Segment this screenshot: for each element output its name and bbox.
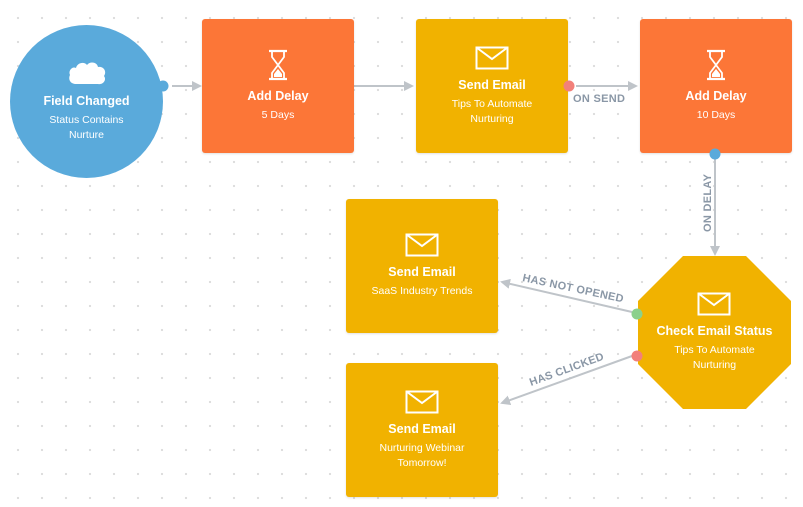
email-node-tips-to-automate[interactable]: Send Email Tips To Automate Nurturing bbox=[416, 19, 568, 153]
port-trigger-out[interactable] bbox=[157, 80, 169, 92]
node-subtitle: Tips To Automate Nurturing bbox=[674, 344, 755, 371]
node-subtitle: 10 Days bbox=[696, 109, 736, 121]
envelope-icon bbox=[475, 46, 509, 69]
envelope-icon bbox=[405, 233, 439, 257]
connector-check-to-email-not-opened[interactable] bbox=[500, 278, 633, 313]
hourglass-icon bbox=[269, 49, 287, 81]
node-title: Send Email bbox=[458, 77, 526, 92]
email-node-nurturing-webinar[interactable]: Send Email Nurturing Webinar Tomorrow! bbox=[346, 363, 498, 497]
node-title: Send Email bbox=[388, 265, 456, 279]
node-subtitle: SaaS Industry Trends bbox=[371, 285, 473, 297]
port-email-on-send[interactable] bbox=[563, 80, 575, 92]
salesforce-cloud-icon bbox=[68, 62, 105, 85]
node-subtitle: Tips To Automate Nurturing bbox=[451, 97, 533, 125]
node-title: Add Delay bbox=[685, 89, 747, 103]
envelope-icon bbox=[697, 292, 731, 316]
trigger-node-field-changed[interactable]: Field Changed Status Contains Nurture bbox=[10, 25, 163, 178]
node-subtitle: Nurturing Webinar Tomorrow! bbox=[379, 441, 465, 469]
check-node-content: Check Email Status Tips To Automate Nurt… bbox=[656, 292, 773, 373]
node-title: Add Delay bbox=[247, 89, 309, 103]
delay-node-5-days[interactable]: Add Delay 5 Days bbox=[202, 19, 354, 153]
node-title: Check Email Status bbox=[656, 324, 773, 338]
node-subtitle: 5 Days bbox=[261, 109, 295, 121]
envelope-icon bbox=[405, 390, 439, 413]
check-email-status-node[interactable]: Check Email Status Tips To Automate Nurt… bbox=[638, 256, 791, 409]
hourglass-icon bbox=[707, 49, 725, 81]
connector-check-to-email-clicked[interactable] bbox=[500, 355, 633, 405]
edge-label-on-send: ON SEND bbox=[573, 93, 625, 105]
edge-label-on-delay: ON DELAY bbox=[702, 173, 714, 232]
node-title: Field Changed bbox=[43, 94, 130, 108]
port-check-clicked[interactable] bbox=[631, 350, 643, 362]
node-title: Send Email bbox=[388, 421, 456, 436]
email-node-saas-industry-trends[interactable]: Send Email SaaS Industry Trends bbox=[346, 199, 498, 333]
node-subtitle: Status Contains Nurture bbox=[49, 114, 124, 141]
octagon-shape bbox=[638, 256, 791, 409]
port-check-not-opened[interactable] bbox=[631, 308, 643, 320]
delay-node-10-days[interactable]: Add Delay 10 Days bbox=[640, 19, 792, 153]
port-delay-on-delay[interactable] bbox=[709, 148, 721, 160]
